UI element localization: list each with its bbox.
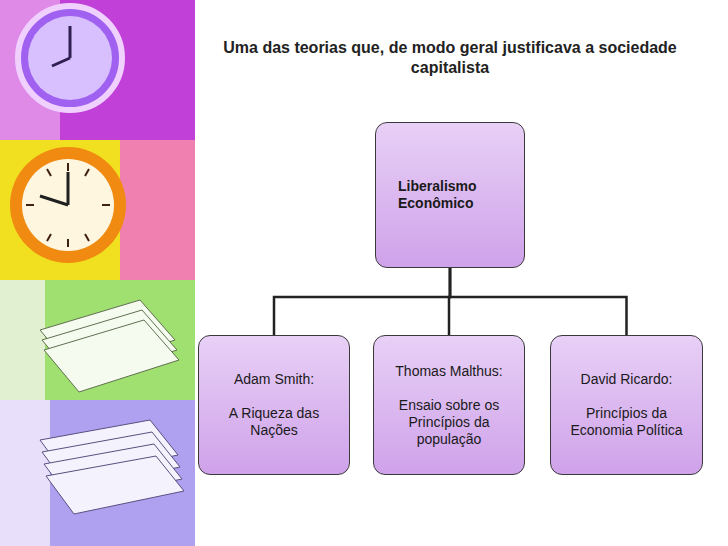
tree-connector: [450, 268, 627, 335]
diagram-title: Uma das teorias que, de modo geral justi…: [215, 38, 685, 78]
author-box: Adam Smith: A Riqueza das Nações: [198, 335, 350, 475]
photo-collage: [0, 0, 195, 546]
tree-connector: [274, 268, 450, 335]
node-body: A Riqueza das Nações: [207, 405, 341, 439]
node-heading: David Ricardo:: [581, 371, 673, 388]
author-box: Thomas Malthus: Ensaio sobre os Princípio…: [373, 335, 525, 475]
author-box: David Ricardo: Princípios da Economia Pol…: [550, 335, 703, 475]
node-heading: Thomas Malthus:: [395, 363, 502, 380]
root-box: Liberalismo Econômico: [375, 122, 525, 268]
node-heading: Adam Smith:: [234, 371, 314, 388]
node-heading: Liberalismo Econômico: [398, 178, 516, 212]
node-body: Ensaio sobre os Princípios da população: [382, 397, 516, 448]
node-body: Princípios da Economia Política: [559, 405, 694, 439]
